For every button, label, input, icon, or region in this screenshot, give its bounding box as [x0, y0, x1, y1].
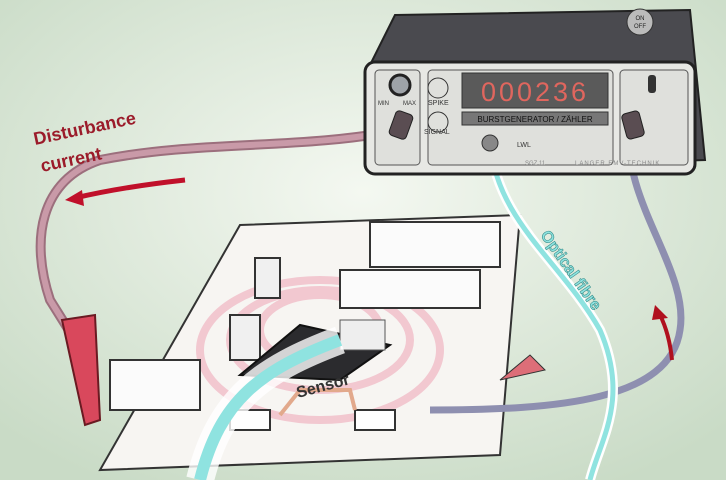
- spike-indicator: [427, 77, 449, 99]
- power-off-label: OFF: [634, 24, 646, 30]
- chip: [229, 314, 261, 361]
- knob-min-label: MIN: [378, 101, 389, 107]
- sensor-adapter: [339, 319, 386, 351]
- output-connector: [388, 110, 414, 140]
- signal-indicator: [427, 111, 449, 133]
- lwl-label: LWL: [517, 142, 531, 149]
- spike-label: SPIKE: [428, 100, 449, 107]
- device-name-plate: BURSTGENERATOR / ZÄHLER: [477, 115, 593, 124]
- disturbance-cable-inner: [37, 127, 401, 342]
- counter-display: 000236: [481, 77, 589, 107]
- power-button[interactable]: [626, 8, 654, 36]
- level-knob[interactable]: [388, 73, 412, 97]
- connector: [354, 409, 396, 431]
- knob-max-label: MAX: [403, 101, 416, 107]
- chip: [254, 257, 281, 299]
- mode-toggle-switch[interactable]: [648, 75, 656, 93]
- signal-label: SIGNAL: [424, 129, 450, 136]
- current-arrow-head: [65, 190, 84, 206]
- ground-cable: [429, 124, 685, 414]
- power-on-label: ON: [636, 16, 645, 22]
- model-label: SGZ 11: [525, 161, 546, 167]
- maker-label: LANGER EMV-TECHNIK: [575, 161, 660, 167]
- ground-clip: [499, 354, 546, 381]
- optical-fibre: [487, 139, 616, 480]
- fibre-port: [481, 134, 499, 152]
- board-component: [369, 221, 501, 268]
- ground-connector: [621, 110, 645, 140]
- current-arrow: [74, 177, 186, 201]
- return-arrow-head: [652, 305, 668, 320]
- board-component: [109, 359, 201, 411]
- alligator-clip: [60, 313, 102, 427]
- board-component: [339, 269, 481, 309]
- sensor-fibre: [194, 334, 343, 480]
- trace: [278, 388, 357, 417]
